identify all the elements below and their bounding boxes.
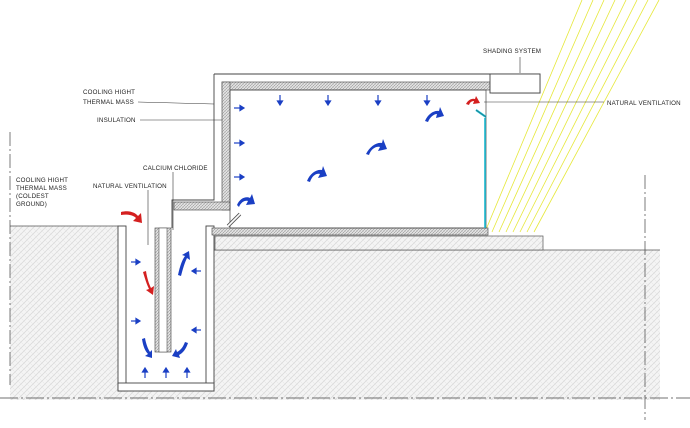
label-cooling-thermal-mass-2: THERMAL MASS [83,99,134,106]
label-ground-mass-3: (COLDEST [16,193,49,200]
diagram-labels: SHADING SYSTEM NATURAL VENTILATION COOLI… [16,48,681,208]
calcium-chloride-damper [226,212,242,228]
underground-shaft [117,225,215,392]
cool-air-arrow-icon [131,95,431,378]
label-cooling-thermal-mass-1: COOLING HIGHT [83,89,135,96]
label-ground-mass-4: GROUND) [16,201,47,208]
label-shading-system: SHADING SYSTEM [483,48,541,55]
label-natural-ventilation-left: NATURAL VENTILATION [93,183,167,190]
cool-air-flow-arrow-icon [142,107,444,358]
label-ground-mass-2: THERMAL MASS [16,185,67,192]
label-ground-mass-1: COOLING HIGHT [16,177,68,184]
ground-mass [10,226,660,400]
label-calcium-chloride: CALCIUM CHLORIDE [143,165,208,172]
building-envelope [171,73,541,236]
label-insulation: INSULATION [97,117,136,124]
warm-air-arrow-icon [121,96,480,295]
label-natural-ventilation-right: NATURAL VENTILATION [607,100,681,107]
sun-rays-icon [484,0,660,233]
